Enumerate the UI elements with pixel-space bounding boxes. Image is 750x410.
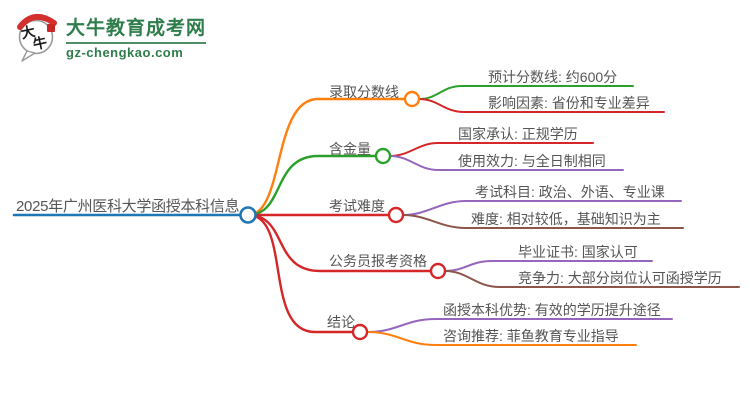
- branch-1-link: [246, 97, 407, 217]
- svg-text:牛: 牛: [31, 34, 48, 53]
- branch-4-child-1-label[interactable]: 毕业证书: 国家认可: [518, 244, 638, 260]
- branch-5-label[interactable]: 结论: [327, 314, 355, 330]
- branch-4-link: [246, 213, 433, 273]
- branch-5-child-1-label[interactable]: 函授本科优势: 有效的学历提升途径: [443, 302, 661, 318]
- branch-4-label[interactable]: 公务员报考资格: [329, 253, 427, 269]
- branch-2-label[interactable]: 含金量: [329, 141, 371, 157]
- root-node-circle[interactable]: [239, 206, 257, 224]
- branch-1-child-1-label[interactable]: 预计分数线: 约600分: [488, 69, 618, 85]
- branch-5-child-2-link: [366, 331, 637, 346]
- root-node-label[interactable]: 2025年广州医科大学函授本科信息: [16, 198, 240, 215]
- branch-2-node-circle[interactable]: [374, 147, 392, 165]
- branch-3-node-circle[interactable]: [387, 206, 405, 224]
- branch-3-child-2-label[interactable]: 难度: 相对较低，基础知识为主: [471, 211, 661, 227]
- branch-1-label[interactable]: 录取分数线: [329, 84, 399, 100]
- branch-1-child-2-label[interactable]: 影响因素: 省份和专业差异: [488, 95, 650, 111]
- branch-4-child-2-label[interactable]: 竞争力: 大部分岗位认可函授学历: [518, 270, 722, 286]
- brand-domain: gz-chengkao.com: [66, 45, 184, 60]
- logo-bubble-icon: 大 牛: [17, 14, 57, 62]
- brand-divider: [66, 42, 207, 44]
- svg-text:大: 大: [19, 23, 36, 42]
- branch-5-node-circle[interactable]: [351, 323, 369, 341]
- branch-2-child-2-label[interactable]: 使用效力: 与全日制相同: [458, 153, 606, 169]
- branch-3-child-1-label[interactable]: 考试科目: 政治、外语、专业课: [475, 184, 665, 200]
- branch-2-child-2-link: [389, 155, 624, 171]
- branch-2-link: [246, 154, 378, 217]
- branch-4-child-2-link: [444, 270, 740, 288]
- branch-5-link: [246, 213, 355, 334]
- site-logo: 大 牛 大牛教育成考网 gz-chengkao.com: [14, 10, 207, 62]
- branch-5-child-2-label[interactable]: 咨询推荐: 菲鱼教育专业指导: [443, 328, 619, 344]
- branch-4-node-circle[interactable]: [429, 262, 447, 280]
- branch-1-node-circle[interactable]: [403, 90, 421, 108]
- branch-1-child-2-link: [418, 98, 665, 113]
- branch-3-child-2-link: [402, 214, 684, 229]
- brand-name: 大牛教育成考网: [66, 18, 207, 39]
- branch-3-child-1-link: [402, 200, 682, 216]
- branch-2-child-1-label[interactable]: 国家承认: 正规学历: [458, 126, 578, 142]
- branch-3-label[interactable]: 考试难度: [329, 198, 385, 214]
